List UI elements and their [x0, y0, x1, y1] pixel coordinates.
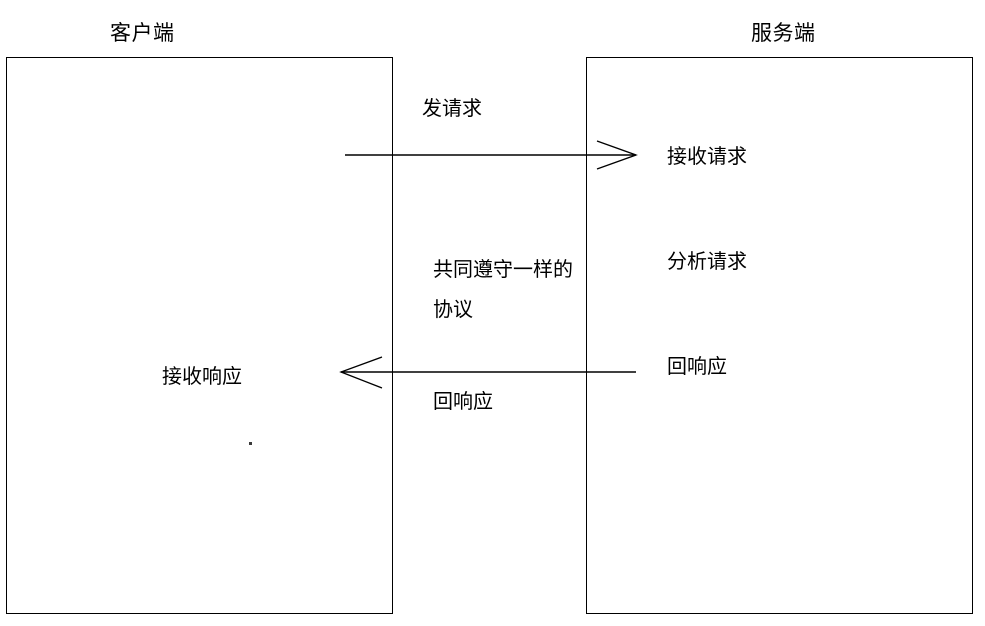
receive-request-label: 接收请求: [667, 144, 747, 168]
protocol-note: 共同遵守一样的 协议: [433, 257, 573, 321]
server-box: [586, 57, 973, 614]
client-title: 客户端: [110, 21, 175, 45]
server-title: 服务端: [751, 21, 816, 45]
send-request-label: 发请求: [422, 96, 482, 120]
response-arrow-label: 回响应: [433, 389, 493, 413]
ink-dot-artifact: [249, 442, 252, 445]
receive-response-label: 接收响应: [162, 364, 242, 388]
client-box: [6, 57, 393, 614]
reply-response-label: 回响应: [667, 354, 727, 378]
analyze-request-label: 分析请求: [667, 249, 747, 273]
